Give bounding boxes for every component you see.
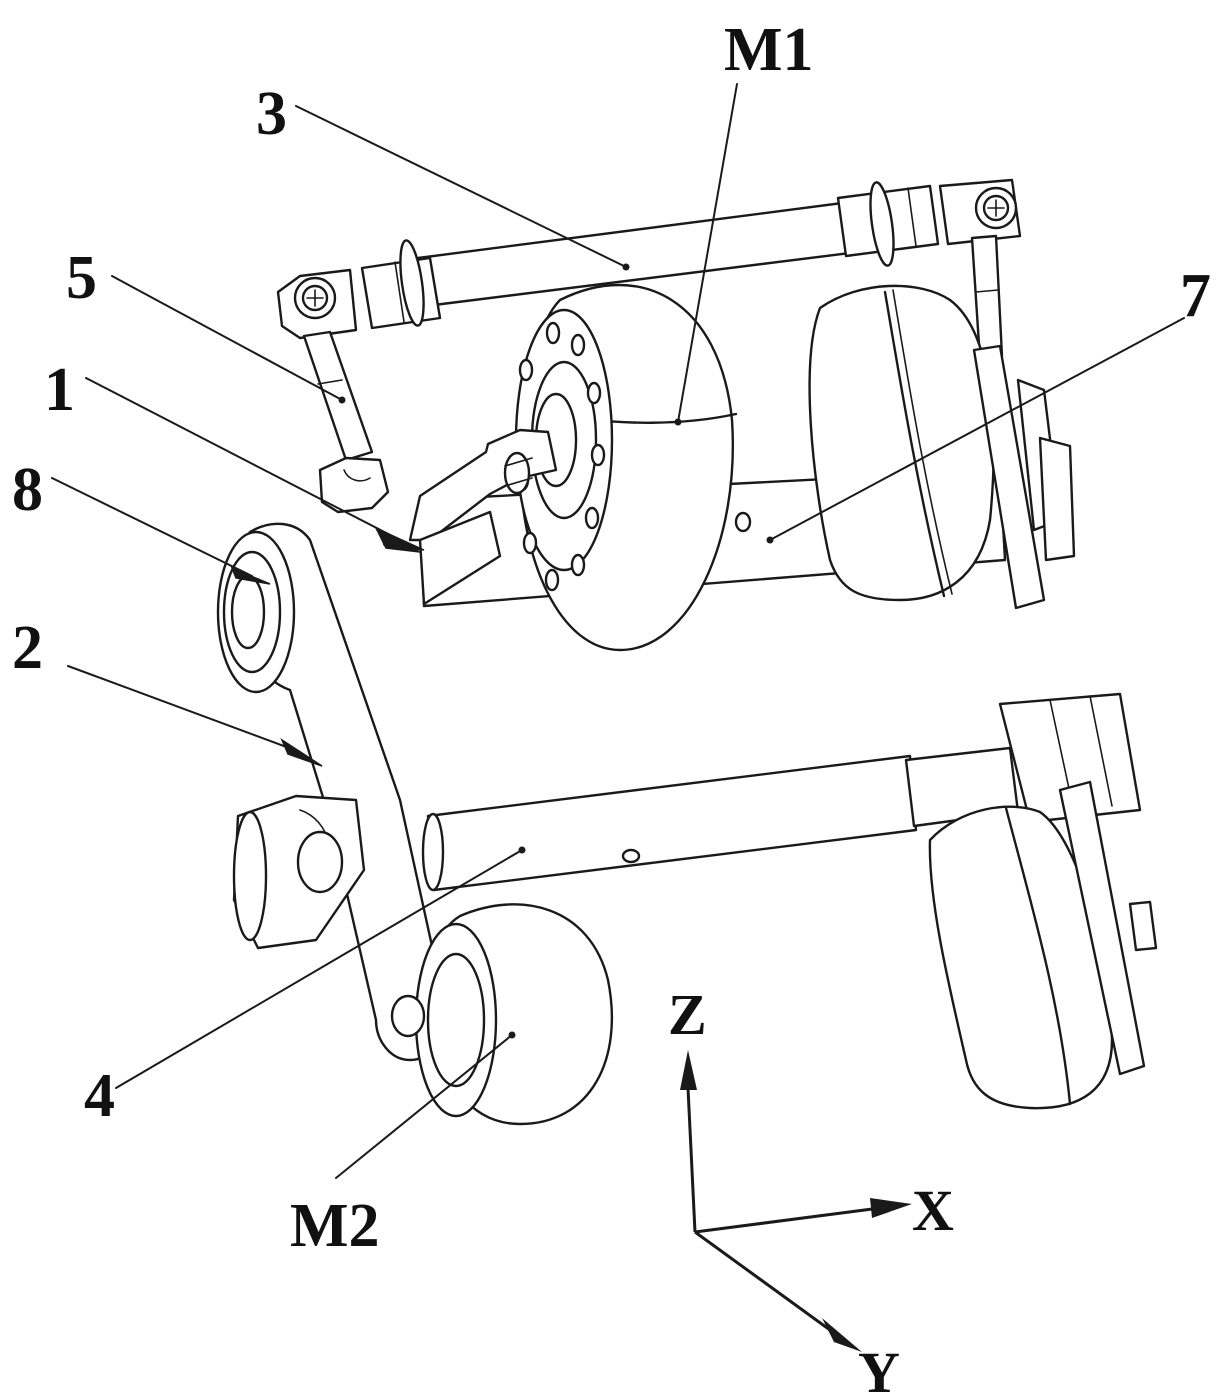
- left-link-5: [302, 330, 374, 462]
- leader-lines: [51, 83, 1185, 1179]
- leader-M2: [335, 1034, 513, 1179]
- lower-rod-4: [421, 746, 1020, 892]
- axis-label-z: Z: [668, 982, 707, 1047]
- leader-2: [67, 665, 301, 753]
- upper-rod-assembly: [276, 178, 1022, 340]
- arrow-2: [280, 738, 323, 767]
- y-axis-arrowhead: [822, 1318, 862, 1352]
- leader-4: [115, 849, 523, 1089]
- label-4: 4: [84, 1062, 115, 1130]
- arrow-1: [374, 526, 421, 553]
- label-1: 1: [44, 356, 75, 424]
- leader-M1: [677, 83, 738, 423]
- leader-7: [769, 317, 1185, 541]
- label-3: 3: [256, 80, 287, 148]
- label-7: 7: [1180, 262, 1211, 330]
- z-axis-line: [686, 1087, 697, 1233]
- axis-label-x: X: [912, 1178, 954, 1243]
- label-M1: M1: [724, 16, 814, 84]
- motor-M1: [514, 283, 738, 652]
- leader-3: [295, 105, 627, 268]
- axis-label-y: Y: [858, 1340, 900, 1396]
- x-axis-line: [694, 1206, 881, 1234]
- coordinate-axes: Z X Y: [668, 982, 954, 1396]
- z-axis-arrowhead: [680, 1050, 697, 1090]
- leader-5: [111, 275, 343, 401]
- motor-M2: [390, 903, 613, 1126]
- reference-labels: 3 M1 5 1 8 7 2 4 M2: [12, 16, 1211, 1260]
- label-8: 8: [12, 456, 43, 524]
- left-nut-block: [232, 794, 366, 950]
- arm-1: [318, 428, 558, 606]
- leader-8: [51, 477, 253, 577]
- side-plate-8: [216, 522, 448, 1062]
- label-2: 2: [12, 614, 43, 682]
- lower-right-wheel: [928, 692, 1158, 1110]
- label-M2: M2: [290, 1192, 380, 1260]
- leader-1: [85, 377, 397, 539]
- label-5: 5: [66, 244, 97, 312]
- upper-right-wheel: [808, 284, 1076, 610]
- x-axis-arrowhead: [870, 1198, 912, 1218]
- y-axis-line: [694, 1230, 831, 1332]
